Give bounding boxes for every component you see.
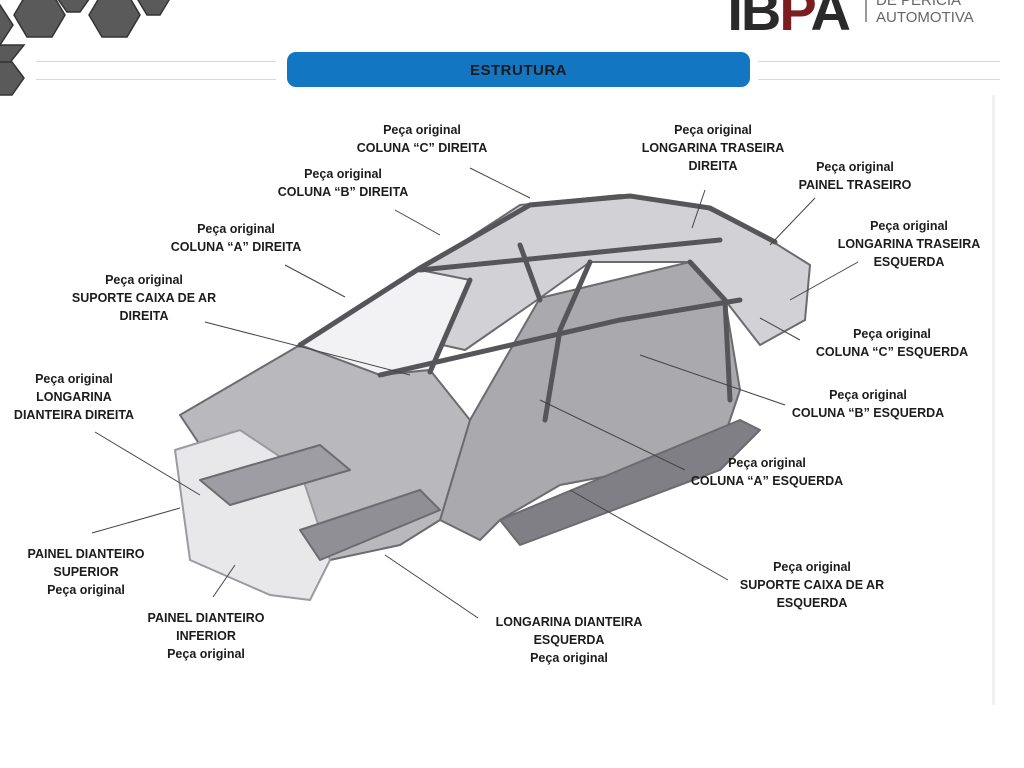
- leader-lines: [91, 167, 859, 619]
- logo-divider: [865, 0, 867, 22]
- section-title-banner: ESTRUTURA: [287, 52, 750, 87]
- divider: [992, 95, 995, 705]
- hexagon-decoration: [0, 0, 170, 96]
- logo: IBPA: [727, 0, 851, 42]
